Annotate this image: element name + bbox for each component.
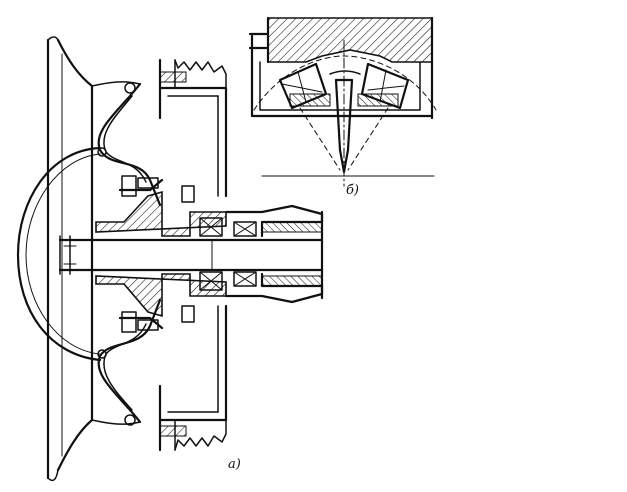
view-b-bearing-detail: б) <box>248 16 437 198</box>
label-view-a: а) <box>228 457 241 472</box>
axle-shaft <box>58 235 324 275</box>
view-a-hub-assembly: а) <box>16 36 324 482</box>
label-view-b: б) <box>346 183 359 198</box>
detail-rollers <box>278 62 410 110</box>
hub-body <box>95 175 227 333</box>
hub-cap <box>16 146 102 362</box>
detail-construction-lines <box>253 39 437 187</box>
brake-drum <box>158 58 228 452</box>
detail-spindle <box>329 70 361 174</box>
wheel-disc <box>97 82 162 426</box>
axle-housing <box>224 204 324 304</box>
hub-bearings <box>199 217 257 291</box>
rim <box>46 36 141 482</box>
